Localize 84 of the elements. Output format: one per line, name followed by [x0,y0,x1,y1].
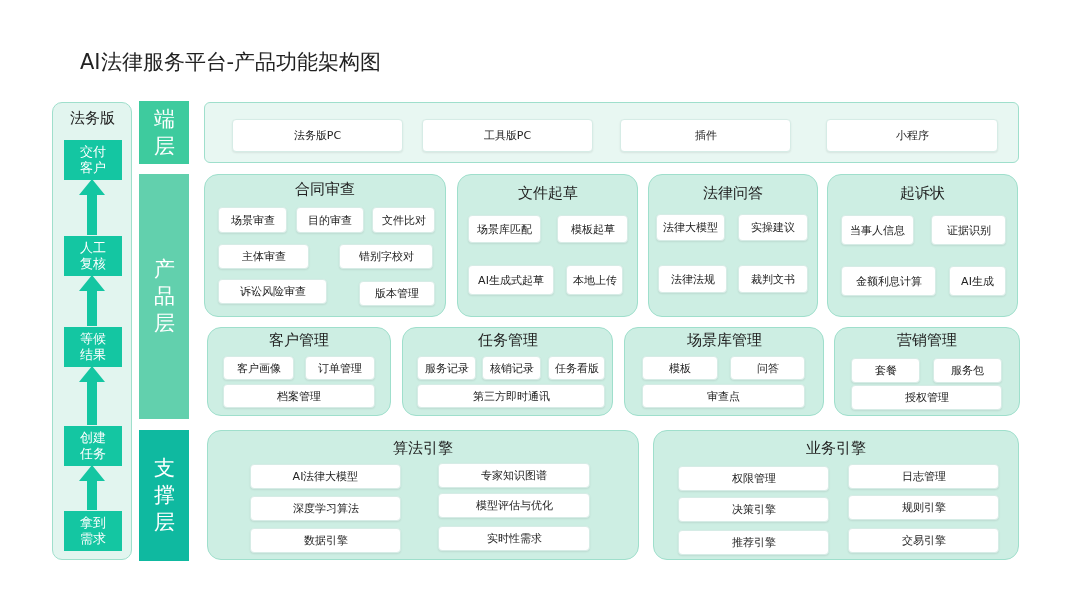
feature-box: 目的审查 [296,207,364,233]
feature-box: 核销记录 [482,356,541,380]
arrow [79,179,105,235]
feature-box: 工具版PC [422,119,593,152]
step-box: 人工复核 [64,236,122,276]
workflow-panel [52,102,132,560]
panel-title: 任务管理 [476,331,539,350]
panel-title: 合同审查 [294,180,356,199]
feature-box: 文件比对 [372,207,435,233]
module-panel [827,174,1018,317]
feature-box: 法律法规 [658,265,727,293]
module-panel [204,174,446,317]
feature-box: 第三方即时通讯 [417,384,605,408]
feature-box: 证据识别 [931,215,1006,245]
module-panel [653,430,1019,560]
feature-box: AI生成 [949,266,1006,296]
panel-title: 法务版 [68,109,116,128]
feature-box: 场景库匹配 [468,215,541,243]
feature-box: 裁判文书 [738,265,808,293]
module-panel [834,327,1020,416]
layer-panel [204,102,1019,163]
module-panel [207,430,639,560]
feature-box: 服务记录 [417,356,476,380]
feature-box: 深度学习算法 [250,496,401,521]
step-box: 创建任务 [64,426,122,466]
feature-box: 模板 [642,356,718,380]
arrow [79,465,105,510]
feature-box: 规则引擎 [848,495,999,520]
step-box: 等候结果 [64,327,122,367]
feature-box: 问答 [730,356,805,380]
feature-box: 交易引擎 [848,528,999,553]
feature-box: 主体审查 [218,244,309,269]
feature-box: 推荐引擎 [678,530,829,555]
feature-box: 数据引擎 [250,528,401,553]
module-panel [402,327,613,416]
layer-band: 端层 [139,101,189,164]
feature-box: 诉讼风险审查 [218,279,327,304]
feature-box: 审查点 [642,384,805,408]
feature-box: 法律大模型 [656,214,725,241]
feature-box: 任务看版 [548,356,605,380]
feature-box: 小程序 [826,119,998,152]
arrow [79,366,105,425]
module-panel [648,174,818,317]
feature-box: 授权管理 [851,385,1002,410]
feature-box: 订单管理 [305,356,375,380]
panel-title: 营销管理 [896,331,958,350]
feature-box: 模型评估与优化 [438,493,590,518]
module-panel [457,174,638,317]
feature-box: 金额利息计算 [841,266,936,296]
feature-box: 套餐 [851,358,920,383]
module-panel [207,327,391,416]
feature-box: 实时性需求 [438,526,590,551]
feature-box: 实操建议 [738,214,808,241]
layer-band: 支撑层 [139,430,189,561]
panel-title: 场景库管理 [685,331,763,350]
panel-title: 起诉状 [899,184,946,203]
feature-box: 版本管理 [359,281,435,306]
feature-box: 服务包 [933,358,1002,383]
feature-box: 当事人信息 [841,215,914,245]
feature-box: 插件 [620,119,791,152]
feature-box: 日志管理 [848,464,999,489]
feature-box: 本地上传 [566,265,623,295]
layer-band: 产品层 [139,174,189,419]
step-box: 拿到需求 [64,511,122,551]
panel-title: 文件起草 [516,184,579,203]
module-panel [624,327,824,416]
step-box: 交付客户 [64,140,122,180]
panel-title: 算法引擎 [392,439,454,458]
feature-box: 客户画像 [223,356,294,380]
feature-box: 错别字校对 [339,244,433,269]
feature-box: 专家知识图谱 [438,463,590,488]
arrow [79,275,105,326]
feature-box: 模板起草 [557,215,628,243]
feature-box: 档案管理 [223,384,375,408]
feature-box: 场景审查 [218,207,287,233]
page-title: AI法律服务平台-产品功能架构图 [80,49,382,76]
panel-title: 法律问答 [702,184,764,203]
feature-box: 决策引擎 [678,497,829,522]
panel-title: 客户管理 [268,331,330,350]
feature-box: AI法律大模型 [250,464,401,489]
feature-box: AI生成式起草 [468,265,554,295]
feature-box: 法务版PC [232,119,403,152]
panel-title: 业务引擎 [805,439,867,458]
feature-box: 权限管理 [678,466,829,491]
